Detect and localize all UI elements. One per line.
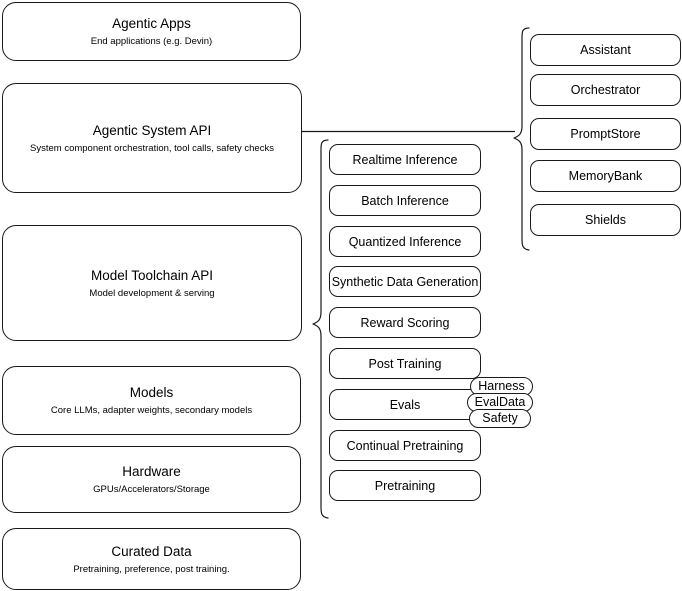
toolchain-component-post-training[interactable]: Post Training [329,348,481,379]
stack-layer-curated-data[interactable]: Curated Data Pretraining, preference, po… [2,528,301,590]
chip-label: Pretraining [374,478,436,493]
system-component-memorybank[interactable]: MemoryBank [530,160,681,192]
system-component-orchestrator[interactable]: Orchestrator [530,74,681,106]
connector-system-api-to-components [302,126,517,138]
stack-layer-hardware[interactable]: Hardware GPUs/Accelerators/Storage [2,446,301,513]
toolchain-component-pretraining[interactable]: Pretraining [329,470,481,501]
system-component-assistant[interactable]: Assistant [530,34,681,66]
layer-subtitle: Core LLMs, adapter weights, secondary mo… [50,405,253,416]
layer-subtitle: Pretraining, preference, post training. [73,563,230,575]
system-component-shields[interactable]: Shields [530,204,681,236]
chip-label: Synthetic Data Generation [331,274,479,289]
stack-layer-agentic-apps[interactable]: Agentic Apps End applications (e.g. Devi… [2,2,301,61]
chip-label: Batch Inference [361,193,449,208]
stack-layer-agentic-system-api[interactable]: Agentic System API System component orch… [2,83,302,193]
layer-title: Agentic Apps [112,16,191,31]
layer-subtitle: System component orchestration, tool cal… [30,142,274,154]
layer-title: Model Toolchain API [90,267,214,283]
chip-label: Assistant [580,43,631,57]
pill-label: EvalData [474,395,526,409]
pill-label: Harness [478,379,525,393]
toolchain-component-realtime-inference[interactable]: Realtime Inference [329,144,481,175]
toolchain-component-quantized-inference[interactable]: Quantized Inference [329,226,481,257]
stack-layer-models[interactable]: Models Core LLMs, adapter weights, secon… [2,366,301,435]
toolchain-component-continual-pretraining[interactable]: Continual Pretraining [329,430,481,461]
layer-title: Hardware [122,464,181,479]
chip-label: Continual Pretraining [346,438,464,453]
toolchain-component-batch-inference[interactable]: Batch Inference [329,185,481,216]
layer-subtitle: GPUs/Accelerators/Storage [93,484,210,495]
toolchain-component-synthetic-data-generation[interactable]: Synthetic Data Generation [329,266,481,297]
chip-label: Post Training [368,356,442,371]
brace-toolchain-components [311,138,331,520]
chip-label: Quantized Inference [348,234,462,249]
chip-label: Shields [585,213,626,227]
evals-subcomponent-harness[interactable]: Harness [470,377,533,396]
system-component-promptstore[interactable]: PromptStore [530,118,681,150]
layer-subtitle: End applications (e.g. Devin) [90,36,213,47]
layer-title: Curated Data [111,543,192,559]
chip-label: Reward Scoring [360,315,450,330]
toolchain-component-evals[interactable]: Evals [329,389,481,420]
pill-label: Safety [482,411,518,425]
chip-label: Orchestrator [570,83,641,97]
chip-label: MemoryBank [568,169,643,183]
stack-layer-model-toolchain-api[interactable]: Model Toolchain API Model development & … [2,225,302,341]
evals-subcomponent-safety[interactable]: Safety [469,409,531,428]
toolchain-component-reward-scoring[interactable]: Reward Scoring [329,307,481,338]
layer-title: Agentic System API [92,122,212,138]
chip-label: Realtime Inference [352,152,458,167]
evals-subcomponent-evaldata[interactable]: EvalData [467,393,533,412]
layer-title: Models [129,385,174,400]
chip-label: Evals [389,397,421,412]
chip-label: PromptStore [570,127,641,141]
layer-subtitle: Model development & serving [89,287,215,299]
brace-system-components [512,26,532,252]
